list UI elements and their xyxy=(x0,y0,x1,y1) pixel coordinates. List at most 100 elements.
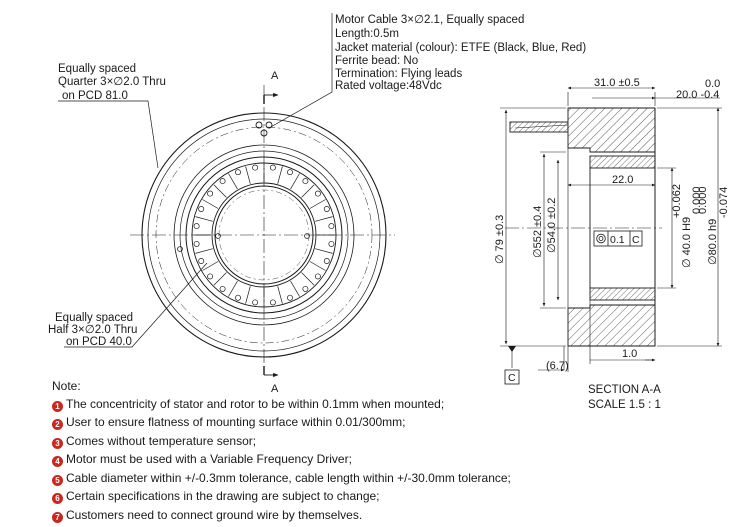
stator-slot xyxy=(314,190,321,197)
stator-tooth xyxy=(277,286,283,304)
stator-tooth xyxy=(202,261,219,271)
dia-54: ∅54.0 ±0.2 xyxy=(546,198,558,253)
motor-spec-leader xyxy=(268,13,333,129)
callout-line: on PCD 81.0 xyxy=(62,90,128,102)
cable-hole xyxy=(260,129,268,137)
callout-line: Quarter 3×∅2.0 Thru xyxy=(58,76,166,88)
stator-slot xyxy=(323,258,330,264)
stator-slot xyxy=(198,206,205,212)
housing-upper xyxy=(567,107,656,153)
motor-spec-line: Rated voltage:48Vdc xyxy=(335,80,442,92)
dia-552: ∅552 ±0.4 xyxy=(532,206,544,258)
scale-caption: SCALE 1.5 : 1 xyxy=(588,399,661,411)
stator-tooth xyxy=(213,184,227,198)
mounting-hole xyxy=(177,246,183,252)
half-callout-leader xyxy=(64,262,208,348)
section-dimension-text: 31.0 ±0.5 0.0 20.0 -0.4 22.0 (6.7) 1.0 ∅… xyxy=(494,77,730,372)
note-text: Customers need to connect ground wire by… xyxy=(66,508,363,522)
section-caption: SECTION A-A xyxy=(588,384,661,396)
stator-teeth xyxy=(193,164,335,306)
stator-tooth xyxy=(245,286,251,304)
note-text: User to ensure flatness of mounting surf… xyxy=(66,415,406,429)
notes-title: Note: xyxy=(52,379,81,393)
quarter-callout-leader xyxy=(58,100,159,169)
dim-22: 22.0 xyxy=(612,174,633,186)
bore-circle xyxy=(214,185,314,285)
rotor-band-lower xyxy=(589,287,656,301)
stator-slot xyxy=(193,223,200,230)
dim-10: 1.0 xyxy=(622,348,637,360)
concentricity-datum: C xyxy=(632,234,640,246)
note-number-marker: 2 xyxy=(52,419,63,430)
stator-slot xyxy=(302,285,309,292)
stator-tooth xyxy=(301,184,315,198)
callout-line: Equally spaced xyxy=(55,312,133,324)
stator-slot xyxy=(328,240,335,247)
housing-lower xyxy=(567,304,656,347)
section-mark-top: A xyxy=(271,70,279,82)
stator-tooth xyxy=(213,272,227,286)
note-number-marker: 3 xyxy=(52,438,63,449)
motor-spec-line: Length:0.5m xyxy=(335,28,399,40)
stator-ring xyxy=(185,156,343,314)
stator-slot xyxy=(287,294,293,301)
callout-line: on PCD 40.0 xyxy=(66,336,132,348)
quarter-hole-callout: Equally spaced Quarter 3×∅2.0 Thru on PC… xyxy=(58,63,166,102)
stator-tooth xyxy=(277,166,283,184)
note-number-marker: 5 xyxy=(52,475,63,486)
stator-slot xyxy=(193,240,200,247)
bore-tol-upper: +0.062 xyxy=(671,184,683,218)
od-tol-upper: 0.000 xyxy=(697,186,709,214)
dia-79: ∅ 79 ±0.3 xyxy=(494,215,506,264)
stator-slot xyxy=(269,164,276,171)
note-number-marker: 1 xyxy=(52,401,63,412)
stator-tooth xyxy=(245,166,251,184)
callout-line: Equally spaced xyxy=(58,63,136,75)
stator-slot xyxy=(328,223,335,230)
stator-slot xyxy=(219,178,226,185)
motor-spec-line: Jacket material (colour): ETFE (Black, B… xyxy=(335,42,586,54)
stator-slot xyxy=(235,169,241,176)
front-view xyxy=(130,85,395,372)
motor-spec-line: Termination: Flying leads xyxy=(335,68,462,80)
cable-hole xyxy=(255,121,263,129)
stator-slot xyxy=(198,258,205,264)
half-hole-callout: Equally spaced Half 3×∅2.0 Thru on PCD 4… xyxy=(48,312,137,348)
cable-exit xyxy=(509,121,569,133)
stator-tooth xyxy=(315,248,333,254)
stator-tooth xyxy=(309,261,326,271)
note-text: Certain specifications in the drawing ar… xyxy=(66,489,380,503)
note-number-marker: 4 xyxy=(52,456,63,467)
pcd-81-circle xyxy=(155,126,373,344)
callout-line: Half 3×∅2.0 Thru xyxy=(48,324,137,336)
stator-slot xyxy=(219,285,226,292)
stator-slot xyxy=(323,206,330,212)
stator-tooth xyxy=(301,272,315,286)
note-text: Comes without temperature sensor; xyxy=(66,434,257,448)
stator-slot xyxy=(314,273,321,280)
stator-slot xyxy=(252,164,259,171)
od-tol-lower: -0.074 xyxy=(718,187,730,218)
dim-31: 31.0 ±0.5 xyxy=(594,77,640,89)
cable-hole xyxy=(265,121,273,129)
section-dimension-lines xyxy=(500,86,722,372)
rotor-band-upper xyxy=(589,155,656,169)
motor-spec-line: Motor Cable 3×∅2.1, Equally spaced xyxy=(335,14,524,26)
stator-tooth xyxy=(195,216,213,222)
stator-slot xyxy=(302,178,309,185)
note-text: The concentricity of stator and rotor to… xyxy=(66,397,445,411)
motor-spec-line: Ferrite bead: No xyxy=(335,55,418,67)
stator-tooth xyxy=(228,173,238,190)
bore-tol-lower: 0.000 xyxy=(691,186,703,214)
stator-tooth xyxy=(290,173,300,190)
note-number-marker: 7 xyxy=(52,512,63,523)
section-marker-top xyxy=(263,92,279,104)
stator-slot xyxy=(235,294,241,301)
